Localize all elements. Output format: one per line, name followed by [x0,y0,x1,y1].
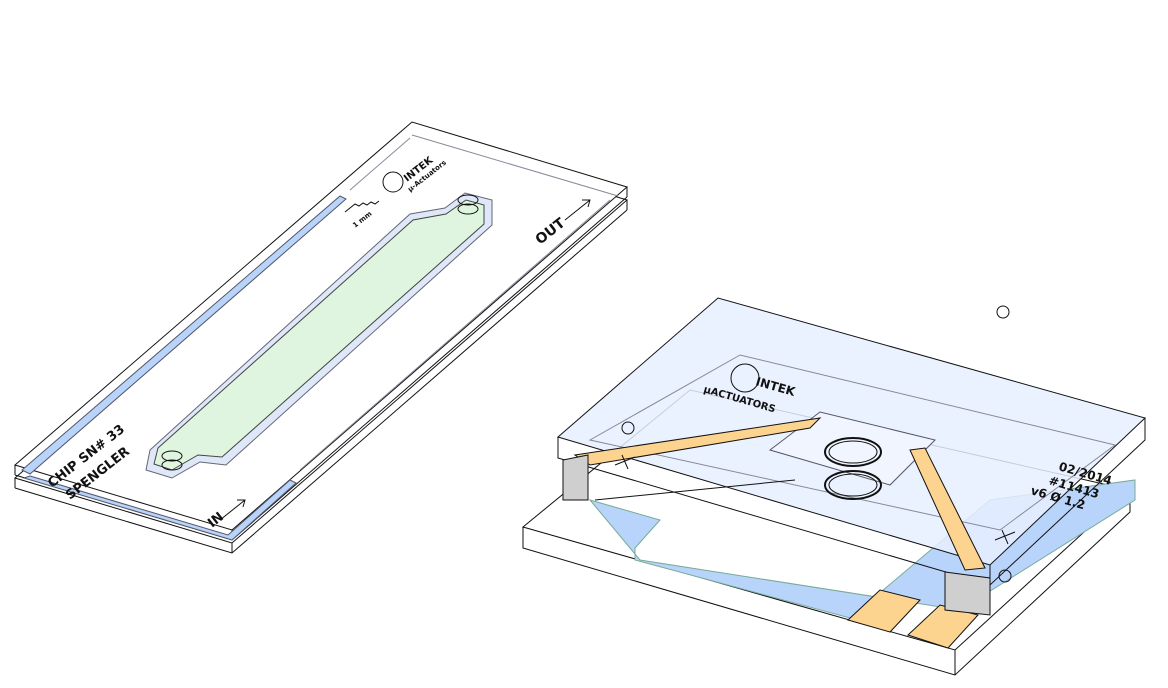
actuator-ring-2 [824,470,882,500]
left-logo-circle [382,171,404,193]
screw-hole-2 [998,569,1012,583]
screw-hole-1 [621,421,635,435]
alignment-mark-1 [614,454,636,470]
outlet-port [457,194,479,206]
electrode-trace-2 [909,447,986,571]
inlet-arrow-icon [219,499,246,521]
outlet-arrow-icon [564,199,591,221]
contact-block-2 [944,571,991,616]
scale-bar-icon [344,200,380,213]
electrode-pad-2 [907,604,979,649]
right-logo-circle [730,363,760,393]
actuator-ring-1 [824,437,882,467]
alignment-mark-2 [994,529,1016,545]
microfluidic-channel [153,199,485,471]
electrode-pad-1 [847,589,921,633]
left-chip-side-channel [21,195,347,475]
screw-hole-3 [996,305,1010,319]
inlet-port [161,450,183,462]
left-chip-bottom-channel [22,475,297,541]
contact-block-1 [562,454,589,501]
left-chip [13,121,629,554]
right-device [521,297,1146,676]
